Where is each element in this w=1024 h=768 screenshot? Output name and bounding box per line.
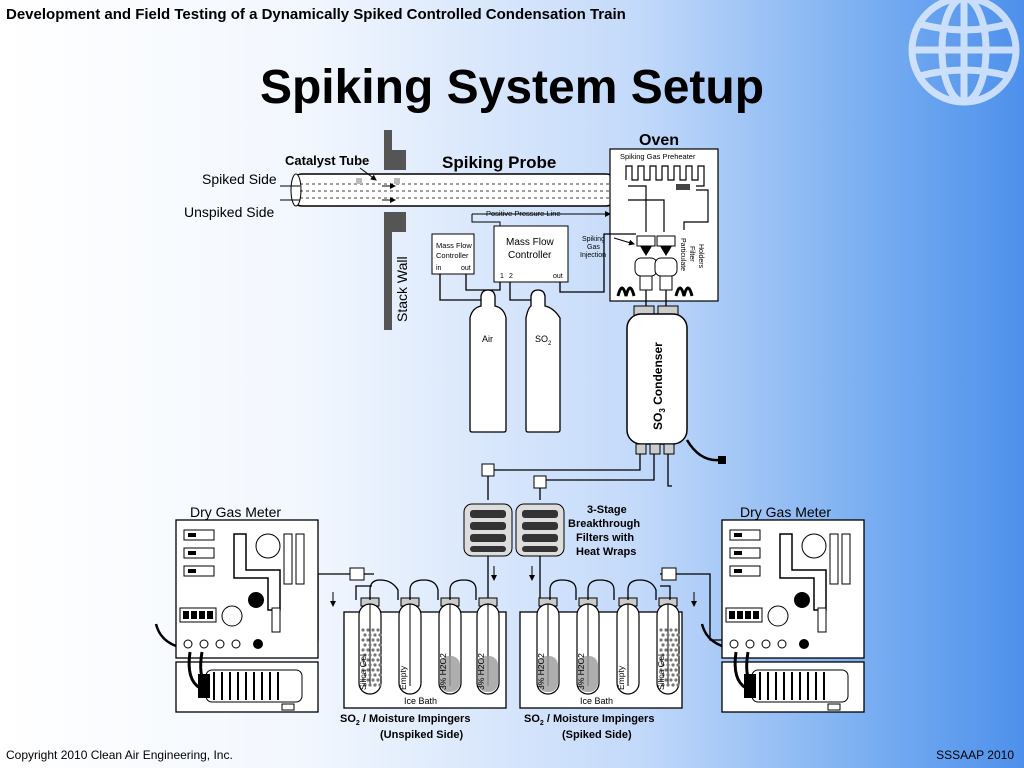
impingers-unspiked-line1: SO2 / Moisture Impingers [340,713,470,727]
impinger-empty-right: Empty [616,597,640,695]
impinger-h2o2-left-2: 3% H2O2 [476,597,500,695]
meter-console [721,519,865,659]
footer-event: SSSAAP 2010 [936,748,1014,762]
ice-bath-label-right: Ice Bath [580,696,613,706]
breakthrough-filter-right [515,503,565,557]
so2-cylinder-label: SO2 [535,334,552,347]
mfc-large-port2: 2 [509,273,513,280]
footer-copyright: Copyright 2010 Clean Air Engineering, In… [6,748,233,762]
preheater-label: Spiking Gas Preheater [620,152,696,161]
breakthrough-label-2: Breakthrough [568,518,640,530]
ice-bath-label-left: Ice Bath [404,696,437,706]
filter-holders-label-1: Particulate [679,238,686,271]
impinger-empty-right-label: Empty [616,665,626,690]
meter-dial-icon [255,533,281,559]
stack-wall-label: Stack Wall [394,256,410,322]
meter-console [175,519,319,659]
mfc-small-out: out [461,265,471,272]
spiking-injection-label-1: Spiking [582,236,605,243]
preheater-coil [625,165,705,187]
impinger-empty-left-label: Empty [398,665,408,690]
impinger-h2o2-right-2: 3% H2O2 [576,597,600,695]
impinger-silica-gel-right: Silica Gel [656,597,680,695]
dry-gas-meter-right [700,519,865,713]
impinger-silica-gel-left-label: Silica Gel [358,654,368,690]
filter-holders-label-3: Holders [697,244,704,269]
spiking-probe [280,173,628,207]
breakthrough-label-3: Filters with [576,532,634,544]
breakthrough-filter-left [463,503,513,557]
breakthrough-label-1: 3-Stage [587,504,627,516]
spiked-side-label: Spiked Side [202,171,277,187]
impingers-spiked-line1: SO2 / Moisture Impingers [524,713,654,727]
meter-gauge-icon [767,605,789,627]
globe-logo-icon [908,0,1020,106]
catalyst-tube-label: Catalyst Tube [285,153,369,168]
oven-label: Oven [639,132,679,149]
mfc-small-line2: Controller [436,251,469,260]
mfc-large-port1: 1 [500,273,504,280]
mfc-large-line1: Mass Flow [506,237,555,248]
meter-dial-icon [801,533,827,559]
breakthrough-label-4: Heat Wraps [576,546,636,558]
condenser-label: SO3 Condenser [651,342,667,430]
impinger-silica-gel-right-label: Silica Gel [656,654,666,690]
unspiked-side-label: Unspiked Side [184,204,274,220]
mfc-small-in: in [436,265,442,272]
spiking-injection-label-3: Injection [580,252,606,259]
positive-pressure-line-label: Positive Pressure Line [486,209,561,218]
air-cylinder-label: Air [482,334,493,344]
slide-title: Spiking System Setup [259,61,765,114]
mfc-large-line2: Controller [508,250,552,261]
impinger-empty-left: Empty [398,597,422,695]
dry-gas-meter-left-label: Dry Gas Meter [190,504,281,520]
stack-wall [384,130,406,330]
mass-flow-controller-small [431,233,475,275]
particulate-filter-holders [616,235,694,297]
mass-flow-controller-large [493,225,569,283]
impinger-h2o2-left-1: 3% H2O2 [438,597,462,695]
spiking-probe-label: Spiking Probe [442,153,556,172]
dry-gas-meter-left [154,519,319,713]
air-cylinder [469,289,507,433]
impingers-spiked-line2: (Spiked Side) [562,729,632,741]
impinger-h2o2-left-1-label: 3% H2O2 [438,653,448,690]
mfc-small-line1: Mass Flow [436,241,472,250]
spiking-injection-label-2: Gas [587,244,600,251]
dry-gas-meter-right-label: Dry Gas Meter [740,504,831,520]
filter-holders-label-2: Filter [688,246,695,262]
mfc-large-out: out [553,273,563,280]
impinger-h2o2-left-2-label: 3% H2O2 [476,653,486,690]
impinger-h2o2-right-2-label: 3% H2O2 [576,653,586,690]
meter-gauge-icon [221,605,243,627]
impinger-h2o2-right-1-label: 3% H2O2 [536,653,546,690]
header-title: Development and Field Testing of a Dynam… [6,6,626,23]
impinger-silica-gel-left: Silica Gel [358,597,382,695]
so2-cylinder [525,289,561,433]
impinger-h2o2-right-1: 3% H2O2 [536,597,560,695]
impingers-unspiked-line2: (Unspiked Side) [380,729,463,741]
